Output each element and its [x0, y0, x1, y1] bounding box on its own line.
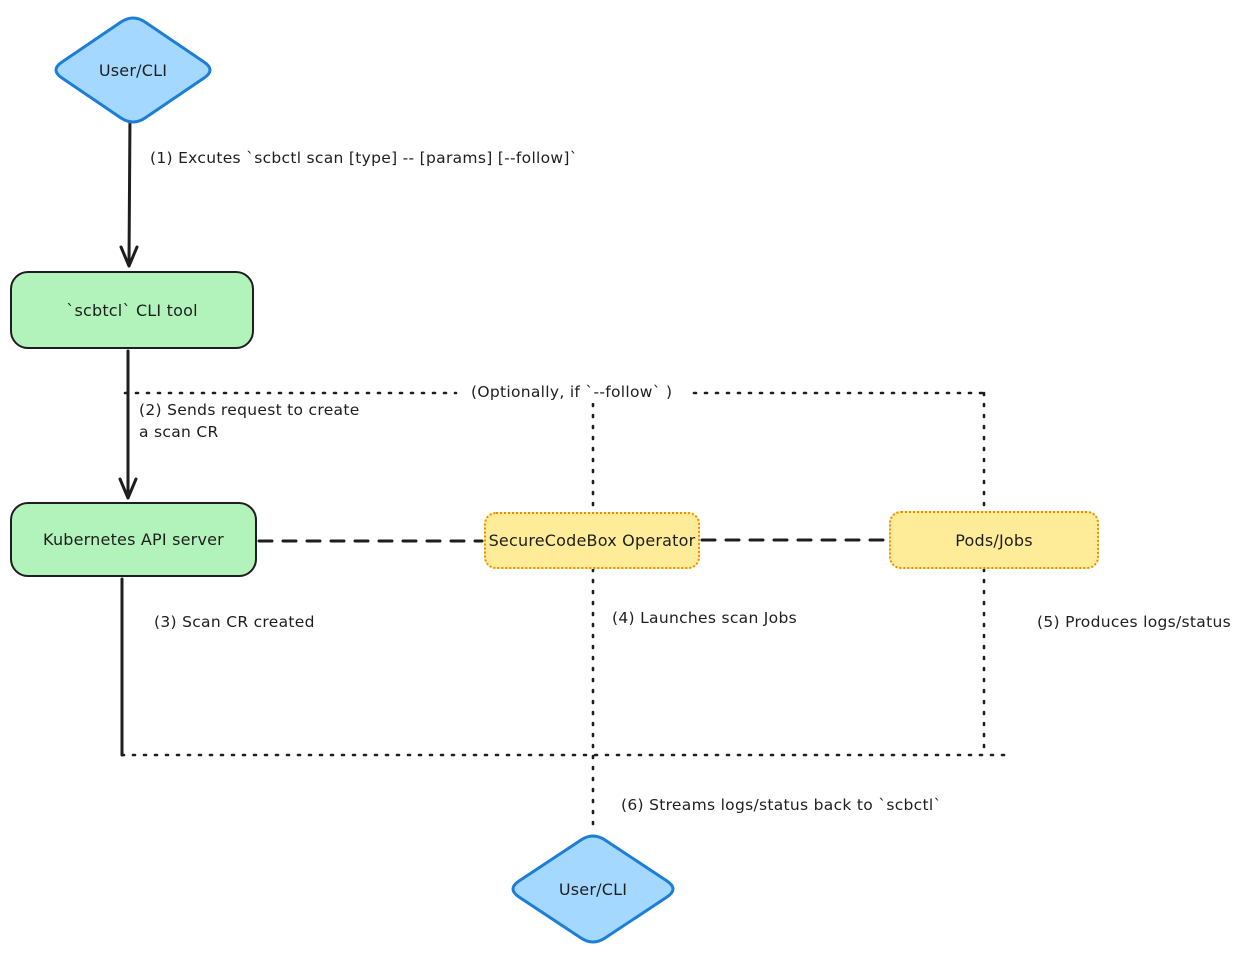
node-scbtcl-cli-tool: `scbtcl` CLI tool: [10, 271, 254, 349]
diamond-user-cli-bottom: [511, 834, 675, 944]
edge-label-step1: (1) Excutes `scbctl scan [type] -- [para…: [150, 149, 578, 167]
node-label-kubernetes-api-server: Kubernetes API server: [43, 530, 224, 549]
node-label-scbtcl-cli-tool: `scbtcl` CLI tool: [66, 300, 198, 320]
node-securecodebox-operator: SecureCodeBox Operator: [484, 512, 700, 569]
edge-label-step5: (5) Produces logs/status: [1037, 613, 1231, 631]
edge-label-optional-follow: (Optionally, if `--follow` ): [467, 381, 677, 404]
node-label-user-cli-bottom: User/CLI: [558, 880, 628, 899]
node-label-securecodebox-operator: SecureCodeBox Operator: [488, 531, 696, 550]
arrowhead-user-to-cli: [119, 245, 139, 268]
diamond-user-cli-top: [54, 16, 212, 124]
edge-label-step2: (2) Sends request to create a scan CR: [139, 401, 360, 442]
edge-label-step3: (3) Scan CR created: [154, 613, 315, 631]
arrowhead-cli-to-k8s: [118, 477, 138, 500]
node-label-user-cli-top: User/CLI: [98, 61, 168, 80]
edge-label-step4: (4) Launches scan Jobs: [612, 609, 797, 627]
node-pods-jobs: Pods/Jobs: [889, 511, 1099, 569]
edge-label-step6: (6) Streams logs/status back to `scbctl`: [621, 796, 942, 814]
node-label-pods-jobs: Pods/Jobs: [955, 530, 1033, 550]
node-kubernetes-api-server: Kubernetes API server: [10, 502, 257, 577]
arrow-user-to-cli: [127, 111, 132, 266]
